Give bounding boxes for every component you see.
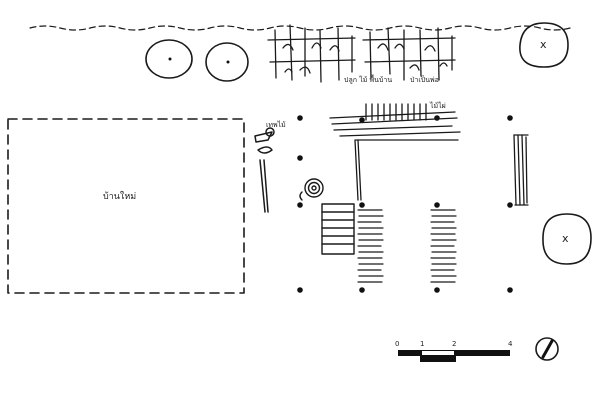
- garden-bed-right: [362, 27, 456, 81]
- svg-text:x: x: [540, 38, 547, 51]
- bamboo-wall-middle: [430, 209, 457, 283]
- bamboo-wall-right: [513, 134, 529, 206]
- small-structure-label: เทพไม้: [266, 120, 286, 129]
- garden-bed-left: [267, 24, 356, 83]
- pavilion-posts: [297, 115, 513, 293]
- small-structure: [254, 127, 275, 213]
- spiral-feature: [299, 178, 324, 201]
- new-house-footprint: [7, 118, 245, 294]
- garden-note-1: ปลูก ไม้ พื้นบ้าน: [344, 73, 392, 84]
- scale-bar: [398, 350, 510, 362]
- boundary-wave-line: [29, 25, 571, 31]
- roof-beams: [329, 103, 461, 201]
- tree-top-left-1: [145, 39, 193, 79]
- bamboo-wall-left: [357, 209, 384, 283]
- new-house-label: บ้านใหม่: [103, 191, 136, 202]
- tree-top-right: x: [519, 22, 569, 68]
- stairs: [321, 203, 355, 255]
- scale-tick-1: 1: [420, 340, 424, 348]
- roof-note: ไม้ไผ่: [429, 101, 446, 110]
- tree-right: x: [542, 213, 592, 265]
- svg-text:x: x: [562, 232, 569, 245]
- scale-tick-2: 2: [452, 340, 456, 348]
- scale-tick-4: 4: [508, 340, 513, 348]
- tree-top-left-2: [205, 42, 249, 82]
- garden-note-2: ป่าเป็นพ่อ: [410, 75, 439, 84]
- north-arrow-icon: [535, 337, 559, 361]
- scale-tick-0: 0: [395, 340, 399, 348]
